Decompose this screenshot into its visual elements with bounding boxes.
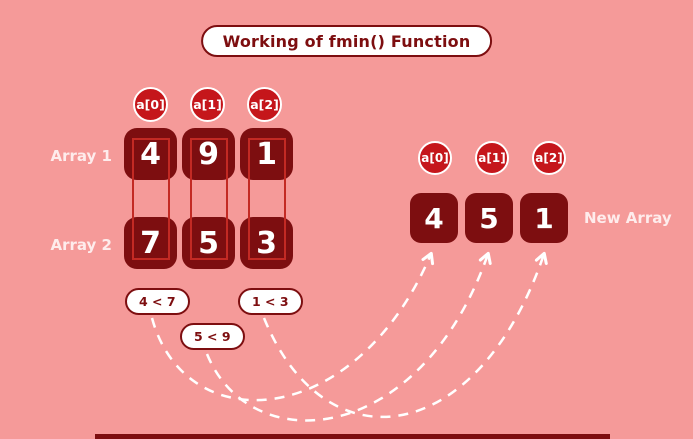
new-array-cell-0: 4 [410,193,458,243]
array1-label: Array 1 [50,147,112,165]
new-array-cell-2: 1 [520,193,568,243]
title-pill: Working of fmin() Function [200,25,493,57]
pair-connector-0 [132,138,170,260]
flow-curve-min1-arrow [205,251,492,422]
bottom-divider-bar [95,434,610,439]
array2-label: Array 2 [50,236,112,254]
index-badge-right-a1: a[1] [475,141,509,175]
comparison-pill-0: 4 < 7 [125,288,190,315]
flow-curve-min2-arrow [262,251,548,419]
pair-connector-1 [190,138,228,260]
index-badge-left-a0: a[0] [133,87,168,122]
index-badge-left-a1: a[1] [190,87,225,122]
comparison-pill-2: 1 < 3 [238,288,303,315]
new-array-cell-1: 5 [465,193,513,243]
pair-connector-2 [248,138,286,260]
new-array-label: New Array [584,209,672,227]
index-badge-right-a2: a[2] [532,141,566,175]
comparison-pill-1: 5 < 9 [180,323,245,350]
index-badge-left-a2: a[2] [247,87,282,122]
index-badge-right-a0: a[0] [418,141,452,175]
page-title: Working of fmin() Function [222,31,471,51]
